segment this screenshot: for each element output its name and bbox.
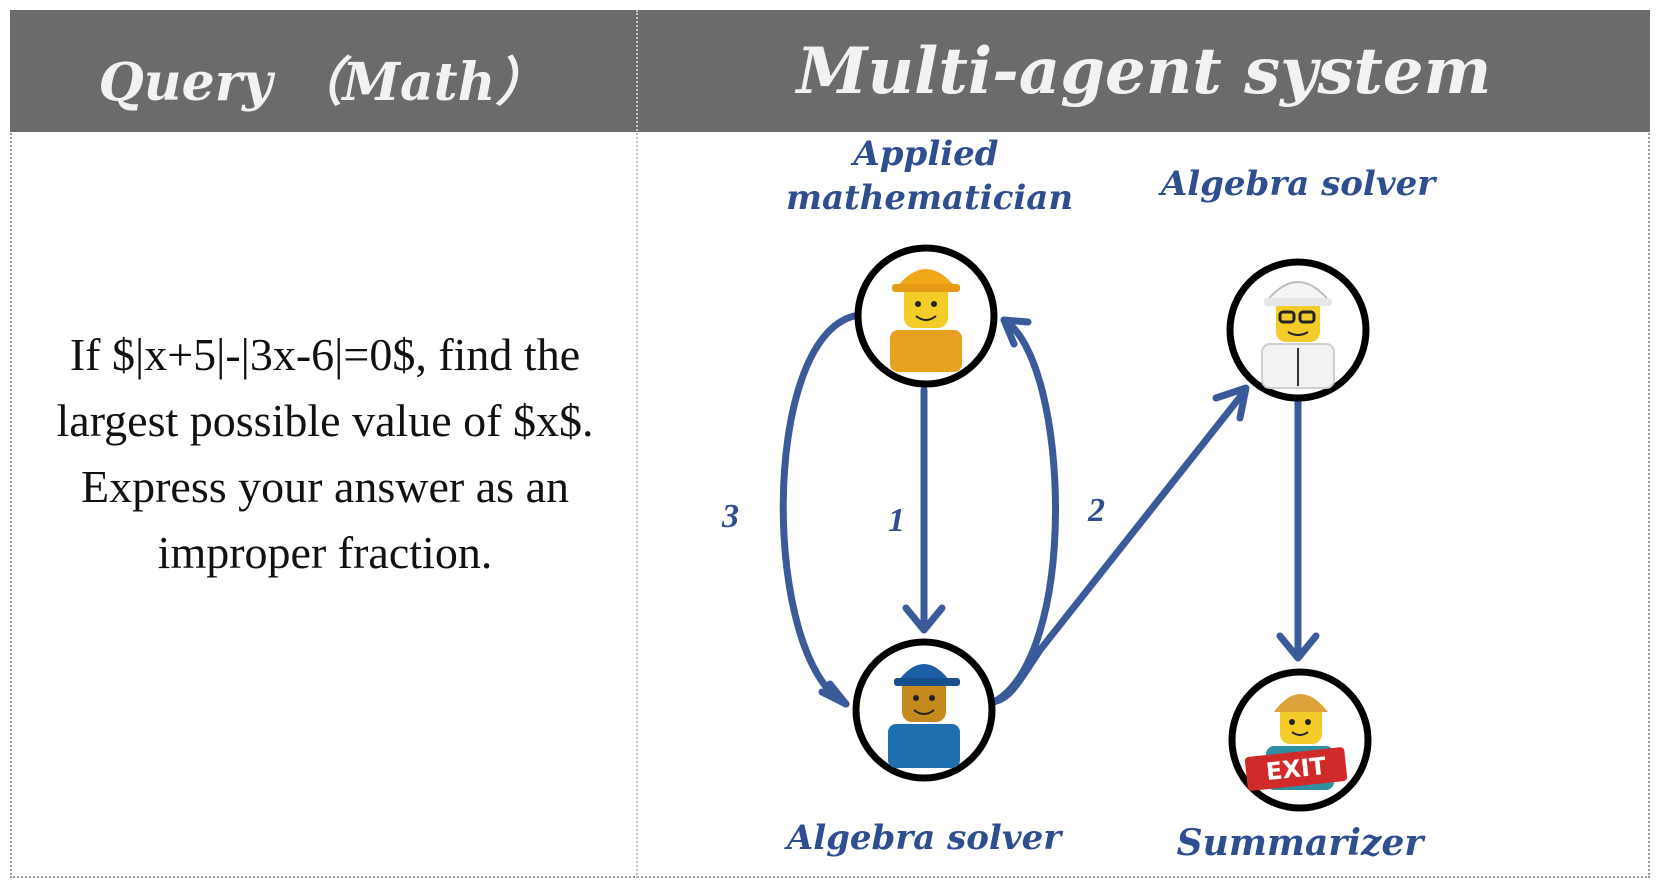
label-applied-line1: Applied [853,134,999,174]
exit-sign-text: EXIT [1265,752,1328,786]
edge-label-3: 3 [722,498,739,535]
edge-label-2: 2 [1088,492,1105,529]
label-algebra-solver-bottom: Algebra solver [786,818,1062,858]
edge-label-1: 1 [888,502,905,539]
label-summarizer: Summarizer [1176,822,1424,864]
label-applied-line2: mathematician [786,178,1074,218]
node-summarizer: EXIT [1228,668,1372,812]
scientist-white-hardhat-icon [1261,281,1335,389]
node-applied-mathematician [854,244,998,388]
edge-2-arrow [988,384,1250,706]
label-algebra-solver-top: Algebra solver [1160,164,1436,204]
person-exit-sign-icon: EXIT [1244,694,1348,791]
panel-divider [636,10,638,878]
edge-1-arrow [902,386,946,634]
node-algebra-solver-top [1226,258,1370,402]
label-applied-mathematician: Applied mathematician [786,132,1074,220]
node-algebra-solver-bottom [852,638,996,782]
worker-yellow-hardhat-icon [890,269,962,372]
query-text: If $|x+5|-|3x-6|=0$, find the largest po… [56,329,594,578]
edge-summarize-arrow [1276,396,1320,662]
system-header-title: Multi-agent system [796,34,1492,109]
edge-3-arrow [779,312,858,708]
query-header-title: Query （Math） [98,52,548,113]
worker-blue-cap-icon [888,664,960,768]
header-bar [10,10,1650,132]
